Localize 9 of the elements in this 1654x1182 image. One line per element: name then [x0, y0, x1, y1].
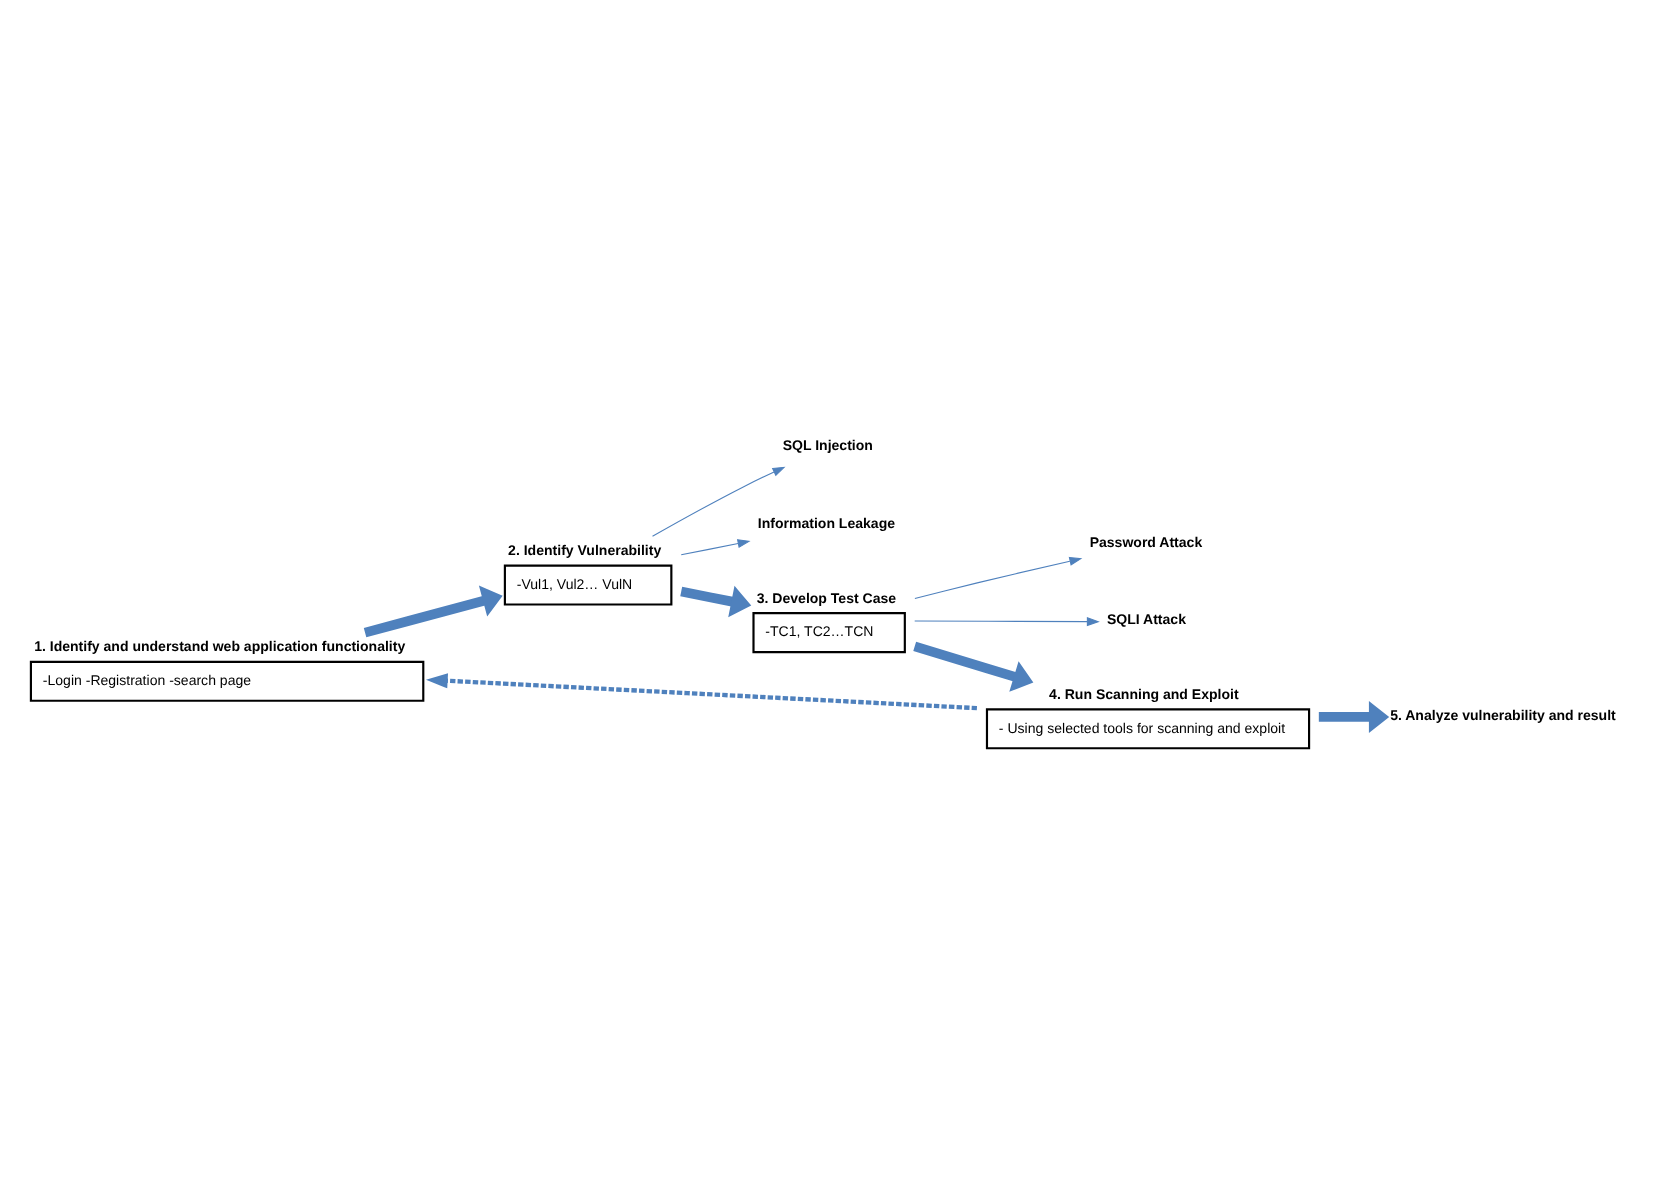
arrow [1318, 700, 1390, 733]
arrow [680, 585, 752, 618]
arrow [913, 641, 1034, 692]
arrow [914, 617, 1100, 627]
arrow [363, 585, 503, 638]
arrow [652, 466, 786, 537]
arrow [914, 556, 1083, 600]
arrow [680, 539, 751, 556]
arrow [426, 673, 978, 711]
